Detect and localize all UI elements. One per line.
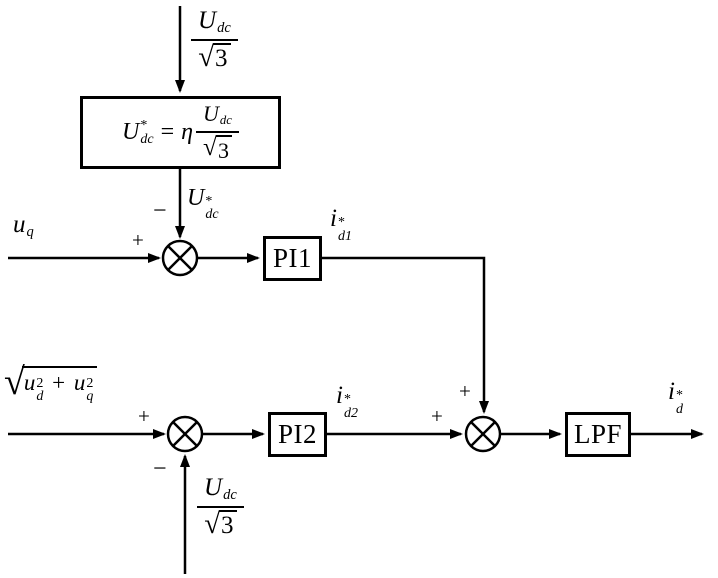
radical-icon: √ xyxy=(204,507,221,540)
sign-sum1-minus: − xyxy=(153,198,167,224)
label-udc-star: U*dc xyxy=(187,185,219,223)
label-id1-star: i*d1 xyxy=(330,205,352,244)
label-id-star-output: i*d xyxy=(668,378,683,417)
label-uq: uq xyxy=(13,211,34,241)
pi2-label: PI2 xyxy=(277,419,317,449)
formula-block: U*dc = η Udc √3 xyxy=(80,96,281,169)
label-udc-over-sqrt3-top: Udc √3 xyxy=(191,8,238,71)
sign-sum3-plus-top: + xyxy=(459,379,471,403)
radical-icon: √ xyxy=(198,40,215,73)
formula-expression: U*dc = η Udc √3 xyxy=(122,101,239,165)
radical-icon: √ xyxy=(203,133,217,162)
sign-sum2-plus: + xyxy=(138,404,150,428)
radical-icon: √ xyxy=(4,361,25,403)
sign-sum2-minus: − xyxy=(153,456,167,482)
sign-sum1-plus: + xyxy=(132,228,144,252)
pi1-label: PI1 xyxy=(272,243,312,273)
sum-junction-3 xyxy=(464,415,502,453)
sign-sum3-plus-left: + xyxy=(431,404,443,428)
lpf-label: LPF xyxy=(573,419,623,449)
pi1-block: PI1 xyxy=(263,236,322,281)
sum-junction-2 xyxy=(166,415,204,453)
label-id2-star: i*d2 xyxy=(336,382,358,421)
pi2-block: PI2 xyxy=(268,412,327,457)
sum-junction-1 xyxy=(161,239,199,277)
label-udc-over-sqrt3-bottom: Udc √3 xyxy=(197,475,244,538)
lpf-block: LPF xyxy=(565,412,631,457)
wire-pi1-to-sum3 xyxy=(322,256,489,414)
